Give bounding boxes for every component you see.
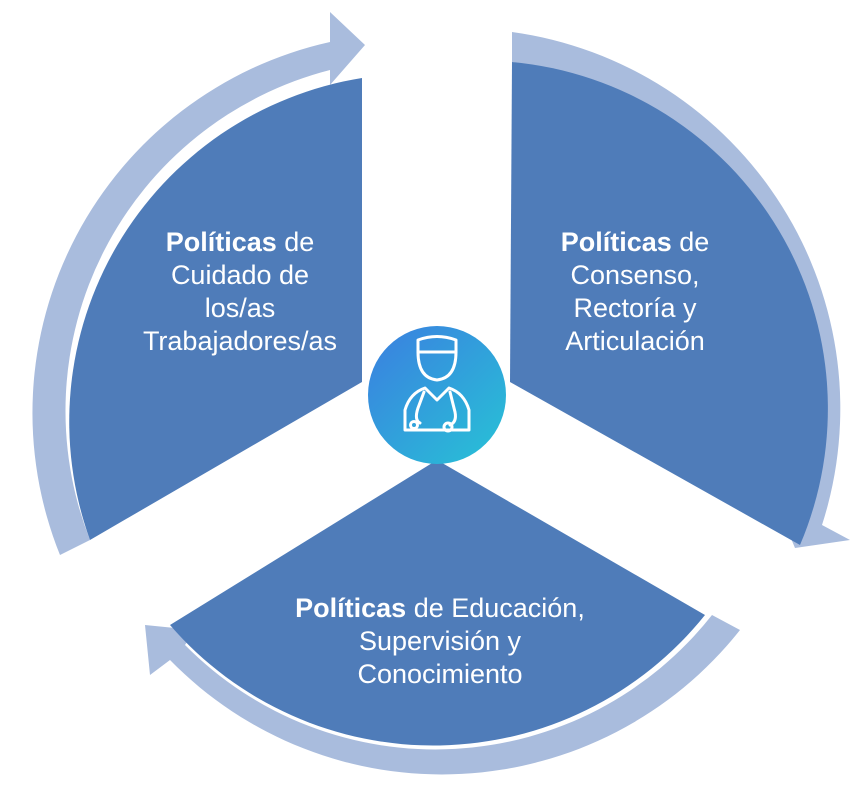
segment-label-left-line-3: Trabajadores/as [142, 326, 338, 356]
segment-label-left-line-2: los/as [204, 293, 276, 323]
segment-label-right-line-2: Rectoría y [573, 293, 697, 323]
segment-bottom [170, 460, 705, 746]
segment-label-right-line-1: Consenso, [570, 260, 700, 290]
segment-label-bottom: Políticas de Educación, Supervisión y Co… [255, 592, 625, 691]
segments [69, 62, 828, 746]
segment-left [69, 78, 363, 540]
arrow-top-left [32, 12, 366, 555]
segment-label-right: Políticas de Consenso, Rectoría y Articu… [510, 226, 760, 358]
segment-label-right-bold: Políticas [560, 227, 672, 257]
hub [368, 326, 506, 464]
segment-label-right-rest: de [671, 227, 710, 257]
segment-label-left-line-1: Cuidado de [170, 260, 310, 290]
segment-label-bottom-line-1: Supervisión y [358, 626, 522, 656]
hub-circle [368, 326, 506, 464]
segment-right [510, 62, 828, 545]
segment-label-left: Políticas de Cuidado de los/as Trabajado… [105, 226, 375, 358]
arrow-bottom [145, 615, 740, 775]
segment-label-bottom-rest: de Educación, [406, 593, 585, 623]
segment-label-left-rest: de [276, 227, 315, 257]
segment-label-bottom-bold: Políticas [295, 593, 407, 623]
segment-label-right-line-3: Articulación [565, 326, 705, 356]
segment-label-bottom-line-2: Conocimiento [357, 659, 523, 689]
segment-label-left-bold: Políticas [165, 227, 277, 257]
doctor-stethoscope-icon [403, 335, 471, 433]
